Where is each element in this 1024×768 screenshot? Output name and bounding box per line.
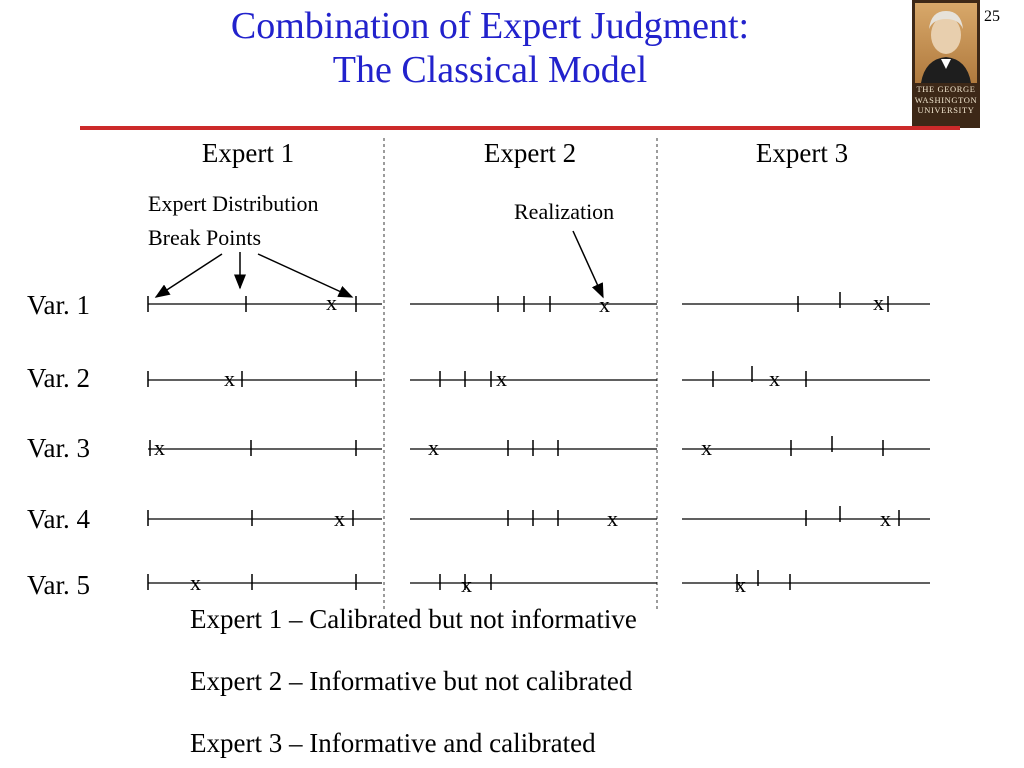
breakpoints-annotation: Expert Distribution Break Points [148,191,319,250]
var-4-expert-2-realization: x [607,506,618,531]
var-4-label: Var. 4 [27,504,90,534]
realization-annotation: Realization [514,199,615,224]
var-5-expert-3-realization: x [735,572,746,597]
arrow-breakpoint-right [257,253,354,298]
university-logo: THE GEORGE WASHINGTON UNIVERSITY [912,0,980,128]
var-5-expert-1-realization: x [190,570,201,595]
var-3-expert-2-realization: x [428,435,439,460]
expert-1-header: Expert 1 [201,138,295,168]
page-number: 25 [984,8,1000,25]
var-3-expert-3-realization: x [701,435,712,460]
var-1-expert-3-realization: x [873,290,884,315]
var-3-label: Var. 3 [27,433,90,463]
var-2-expert-2-realization: x [496,366,507,391]
arrow-realization [572,230,604,299]
summary-expert-3: Expert 3 – Informative and calibrated [190,728,596,758]
logo-text: THE GEORGE WASHINGTON UNIVERSITY [914,84,978,115]
var-5-expert-2-realization: x [461,572,472,597]
summary-expert-2: Expert 2 – Informative but not calibrate… [190,666,633,696]
var-4-expert-3-realization: x [880,506,891,531]
var-2-label: Var. 2 [27,363,90,393]
portrait-image [915,3,977,83]
expert-3-header: Expert 3 [755,138,849,168]
portrait-icon [921,11,971,83]
var-1-label: Var. 1 [27,290,90,320]
var-5-label: Var. 5 [27,570,90,600]
arrow-breakpoint-left [154,253,223,298]
var-4-expert-1-realization: x [334,506,345,531]
var-3-expert-1-realization: x [154,435,165,460]
var-1-expert-2-realization: x [599,292,610,317]
summary-expert-1: Expert 1 – Calibrated but not informativ… [190,604,637,634]
title-divider [80,126,960,130]
title-line-2: The Classical Model [332,49,648,91]
title-line-1: Combination of Expert Judgment: [230,5,750,47]
var-1-expert-1-realization: x [326,290,337,315]
slide-title: Combination of Expert Judgment: The Clas… [140,4,840,92]
expert-2-header: Expert 2 [483,138,577,168]
var-2-expert-3-realization: x [769,366,780,391]
var-2-expert-1-realization: x [224,366,235,391]
